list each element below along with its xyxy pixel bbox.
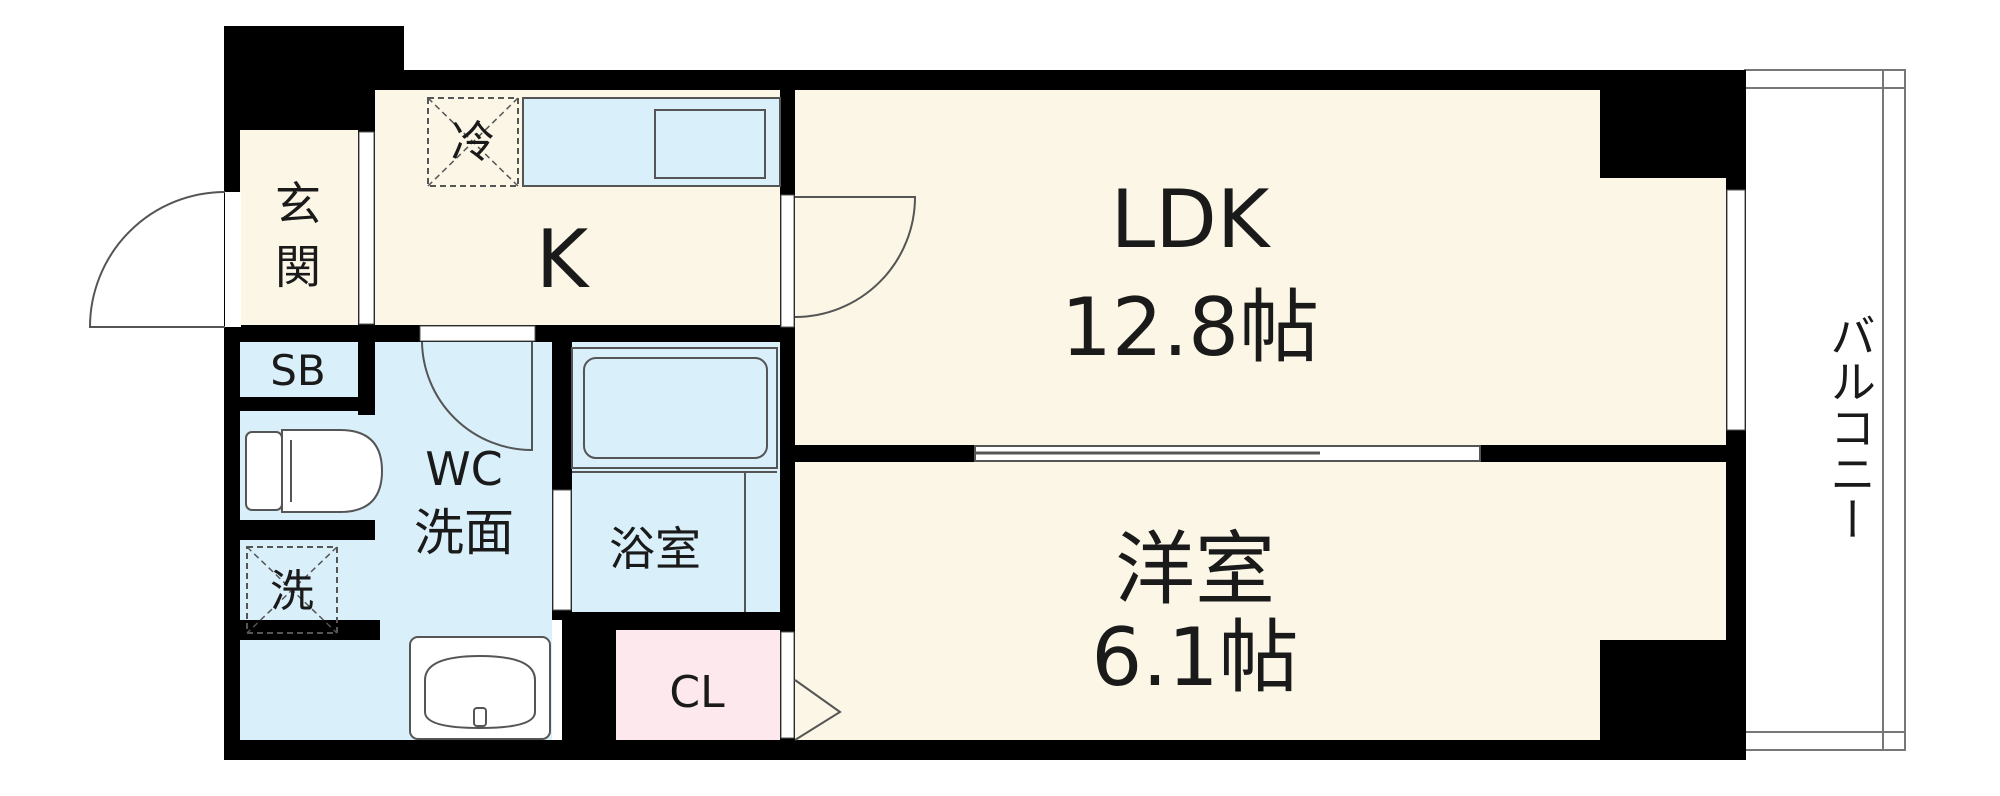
toilet-icon xyxy=(245,429,384,513)
western-room-label: 洋室 xyxy=(1115,523,1275,616)
ldk-label: LDK xyxy=(1111,173,1272,266)
kitchen-counter-icon xyxy=(522,97,781,187)
bath-label: 浴室 xyxy=(609,522,701,576)
sink-icon xyxy=(409,636,551,740)
balcony xyxy=(1744,69,1906,751)
entrance-floor xyxy=(240,130,358,330)
shoe-box-label: SB xyxy=(270,346,325,395)
ldk-floor xyxy=(795,90,1600,445)
bathtub-icon xyxy=(571,347,778,612)
entrance-label-2: 関 xyxy=(275,240,321,294)
closet-label: CL xyxy=(669,667,725,718)
door-swing-icon xyxy=(88,191,917,741)
wash-label: 洗面 xyxy=(414,504,514,562)
kitchen-label: K xyxy=(536,213,591,306)
wc-label: WC xyxy=(425,442,503,496)
fridge-label: 冷 xyxy=(451,117,495,168)
ldk-size-label: 12.8帖 xyxy=(1061,281,1319,374)
fridge-icon xyxy=(427,97,519,187)
washer-icon xyxy=(246,546,338,634)
western-room-floor xyxy=(795,462,1600,740)
balcony-label: バルコニー xyxy=(1823,312,1877,542)
washer-label: 洗 xyxy=(270,566,314,617)
western-room-size-label: 6.1帖 xyxy=(1091,611,1298,704)
closet-floor xyxy=(616,630,780,740)
entrance-label-1: 玄 xyxy=(275,177,321,231)
sliding-door xyxy=(974,445,1481,462)
